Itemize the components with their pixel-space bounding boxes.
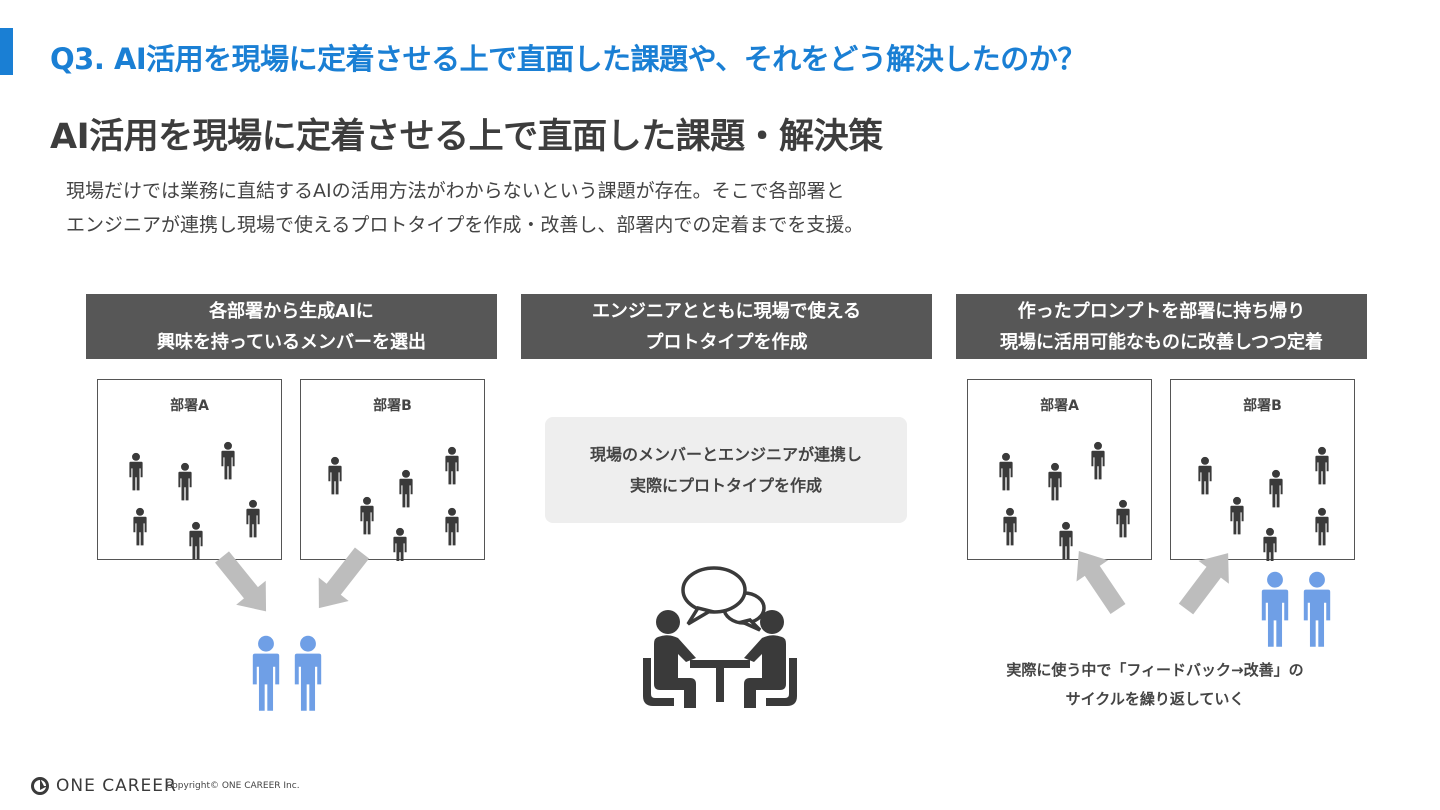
- person-icon: [1263, 527, 1277, 561]
- person-icon: [1198, 456, 1212, 495]
- lead-text: 現場だけでは業務に直結するAIの活用方法がわからないという課題が存在。そこで各部…: [66, 174, 863, 242]
- person-icon: [1116, 499, 1130, 538]
- person-icon: [399, 469, 413, 508]
- speech-bubble-icon: [681, 566, 766, 632]
- person-icon: [1230, 496, 1244, 535]
- member-icon: [294, 635, 322, 711]
- member-icon: [1303, 571, 1331, 647]
- step-3-department-a-box: 部署A: [967, 379, 1152, 560]
- people-group: [129, 441, 260, 560]
- people-group: [328, 446, 459, 561]
- person-icon: [999, 452, 1013, 491]
- footer-logo: ONE CAREER: [30, 776, 177, 796]
- person-icon: [133, 507, 147, 546]
- member-icon: [1261, 571, 1289, 647]
- arrow-down-left-icon: [318, 547, 370, 609]
- collaboration-card: 現場のメンバーとエンジニアが連携し 実際にプロトタイプを作成: [545, 417, 907, 523]
- accent-bar: [0, 28, 13, 75]
- one-career-logo-icon: [31, 777, 49, 795]
- step-3-header: 作ったプロンプトを部署に持ち帰り 現場に活用可能なものに改善しつつ定着: [956, 294, 1367, 359]
- step-3-department-b-box: 部署B: [1170, 379, 1355, 561]
- lead-line: エンジニアが連携し現場で使えるプロトタイプを作成・改善し、部署内での定着までを支…: [66, 214, 864, 236]
- step-1-department-a-box: 部署A: [97, 379, 282, 560]
- people-group: [999, 441, 1130, 560]
- person-icon: [129, 452, 143, 491]
- person-icon: [189, 521, 203, 560]
- person-icon: [393, 527, 407, 561]
- lead-line: 現場だけでは業務に直結するAIの活用方法がわからないという課題が存在。そこで各部…: [66, 180, 845, 202]
- member-icon: [252, 635, 280, 711]
- department-label: 部署B: [373, 398, 412, 414]
- person-icon: [1091, 441, 1105, 480]
- people-group: [1198, 446, 1329, 561]
- step-2-header-line: プロトタイプを作成: [645, 331, 808, 353]
- cycle-caption: 実際に使う中で「フィードバック→改善」の サイクルを繰り返していく: [985, 656, 1325, 714]
- step-1-header-line: 興味を持っているメンバーを選出: [156, 331, 427, 353]
- person-icon: [221, 441, 235, 480]
- person-icon: [1059, 521, 1073, 560]
- person-icon: [445, 446, 459, 485]
- page-title: AI活用を現場に定着させる上で直面した課題・解決策: [50, 117, 883, 157]
- logo-text: ONE CAREER: [56, 776, 177, 796]
- caption-line: サイクルを繰り返していく: [1065, 690, 1245, 708]
- step-1-department-b-box: 部署B: [300, 379, 485, 561]
- step-1-header: 各部署から生成AIに 興味を持っているメンバーを選出: [86, 294, 497, 359]
- caption-line: 実際に使う中で「フィードバック→改善」の: [1006, 661, 1304, 679]
- step-3-header-line: 作ったプロンプトを部署に持ち帰り: [1017, 300, 1306, 322]
- arrow-down-right-icon: [215, 551, 267, 612]
- selected-members: [252, 635, 322, 711]
- person-icon: [1048, 462, 1062, 501]
- copyright: Copyright© ONE CAREER Inc.: [166, 781, 300, 791]
- question-heading: Q3. AI活用を現場に定着させる上で直面した課題や、それをどう解決したのか？: [50, 42, 1086, 76]
- person-icon: [1315, 446, 1329, 485]
- person-icon: [1269, 469, 1283, 508]
- step-2-header-line: エンジニアとともに現場で使える: [591, 300, 862, 322]
- card-line: 現場のメンバーとエンジニアが連携し: [589, 445, 862, 464]
- step-1-header-line: 各部署から生成AIに: [209, 300, 374, 322]
- arrow-up-right-icon: [1178, 553, 1229, 615]
- person-icon: [1003, 507, 1017, 546]
- card-line: 実際にプロトタイプを作成: [629, 476, 822, 495]
- person-icon: [445, 507, 459, 546]
- meeting-discussion-icon: [643, 566, 797, 708]
- step-3-header-line: 現場に活用可能なものに改善しつつ定着: [1000, 331, 1323, 353]
- step-2-header: エンジニアとともに現場で使える プロトタイプを作成: [521, 294, 932, 359]
- department-label: 部署B: [1243, 398, 1282, 414]
- person-icon: [246, 499, 260, 538]
- person-icon: [360, 496, 374, 535]
- person-icon: [328, 456, 342, 495]
- arrow-up-left-icon: [1076, 550, 1126, 615]
- returning-members: [1261, 571, 1331, 647]
- department-label: 部署A: [1040, 398, 1079, 414]
- person-icon: [178, 462, 192, 501]
- person-icon: [1315, 507, 1329, 546]
- department-label: 部署A: [170, 398, 209, 414]
